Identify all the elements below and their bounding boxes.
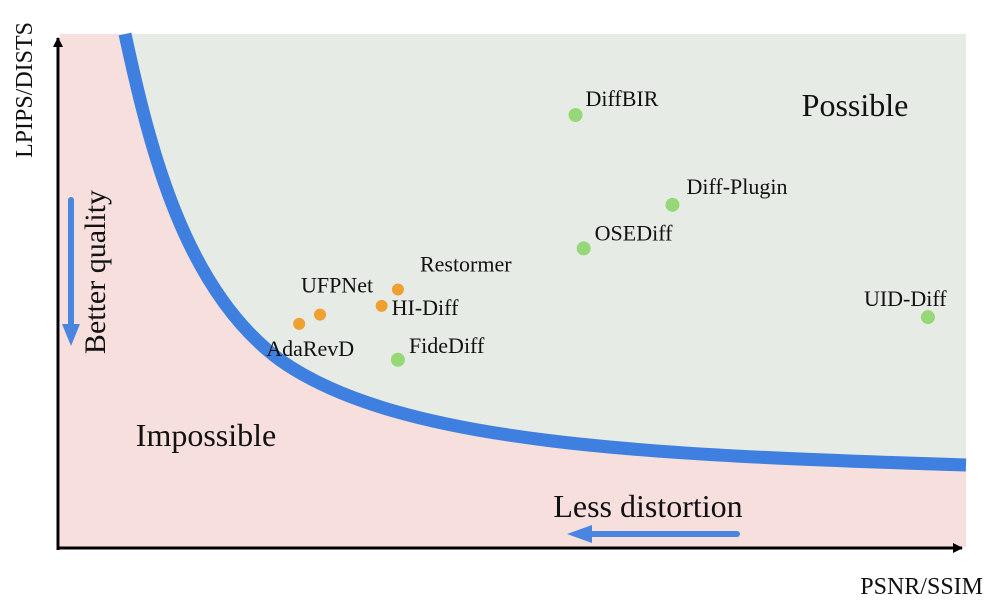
boundary-curve	[118, 32, 967, 472]
quality-arrow-head	[62, 324, 80, 346]
point-label-adarevd: AdaRevD	[266, 336, 354, 361]
point-label-ufpnet: UFPNet	[301, 273, 373, 298]
point-label-fidediff: FideDiff	[409, 333, 485, 358]
point-fidediff	[390, 352, 405, 367]
point-ufpnet	[314, 308, 327, 321]
point-uid-diff	[920, 310, 935, 325]
point-hi-diff	[375, 299, 388, 312]
impossible-label: Impossible	[136, 417, 276, 453]
point-label-diffbir: DiffBIR	[586, 86, 659, 111]
point-label-hi-diff: HI-Diff	[392, 295, 459, 320]
point-osediff	[576, 241, 591, 256]
possible-label: Possible	[802, 87, 909, 123]
x-axis-label: PSNR/SSIM	[860, 574, 983, 600]
point-label-osediff: OSEDiff	[595, 220, 673, 245]
distortion-annotation: Less distortion	[553, 488, 742, 524]
point-restormer	[391, 283, 404, 296]
distortion-arrow-head	[567, 525, 592, 543]
point-label-uid-diff: UID-Diff	[864, 286, 947, 311]
impossible-region	[60, 34, 966, 547]
point-adarevd	[293, 317, 306, 330]
quality-annotation: Better quality	[79, 190, 112, 354]
y-axis-label: LPIPS/DISTS	[12, 22, 38, 158]
point-diff-plugin	[665, 197, 680, 212]
point-label-restormer: Restormer	[420, 251, 512, 276]
point-label-diff-plugin: Diff-Plugin	[686, 174, 787, 199]
point-diffbir	[568, 108, 583, 123]
